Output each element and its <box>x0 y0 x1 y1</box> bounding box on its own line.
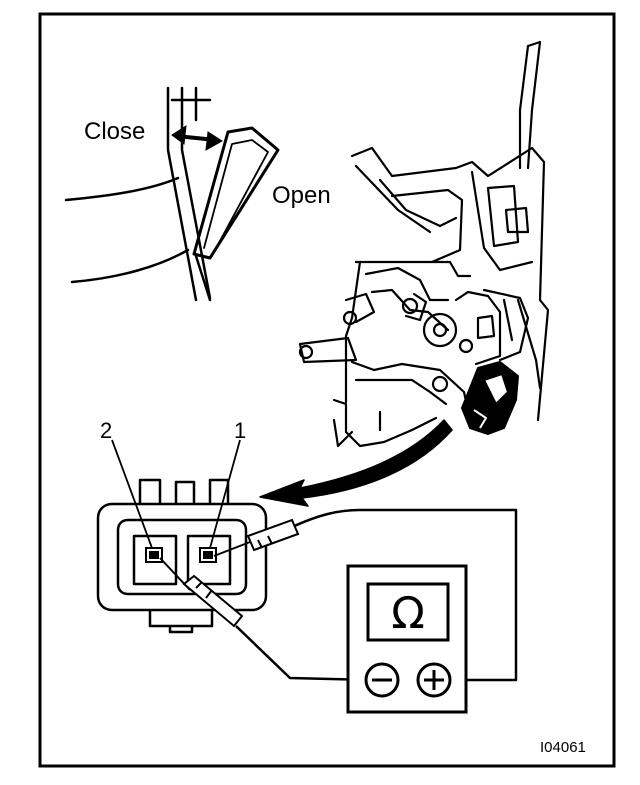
ohmmeter-display <box>366 582 450 642</box>
pin-leader-lines <box>111 439 241 549</box>
test-leads <box>235 508 518 682</box>
diagram-border <box>38 12 616 768</box>
open-label: Open <box>272 182 331 209</box>
pin-2-label: 2 <box>100 418 112 443</box>
pin-1-label: 1 <box>234 418 246 443</box>
probe-pin-1 <box>213 518 300 557</box>
door-handle-inset <box>64 86 280 302</box>
connector-face <box>96 478 268 634</box>
curved-arrow-icon <box>259 419 453 507</box>
probe-pin-2 <box>159 557 244 628</box>
door-lock-assembly <box>298 40 550 448</box>
lock-connector-plug <box>461 361 519 435</box>
close-open-arrow-icon <box>171 125 223 151</box>
ohmmeter-icon: Ω <box>346 564 468 714</box>
figure-code: I04061 <box>540 739 586 756</box>
connector-terminals <box>145 547 217 563</box>
close-label: Close <box>84 118 145 145</box>
ohm-symbol: Ω <box>391 588 425 639</box>
